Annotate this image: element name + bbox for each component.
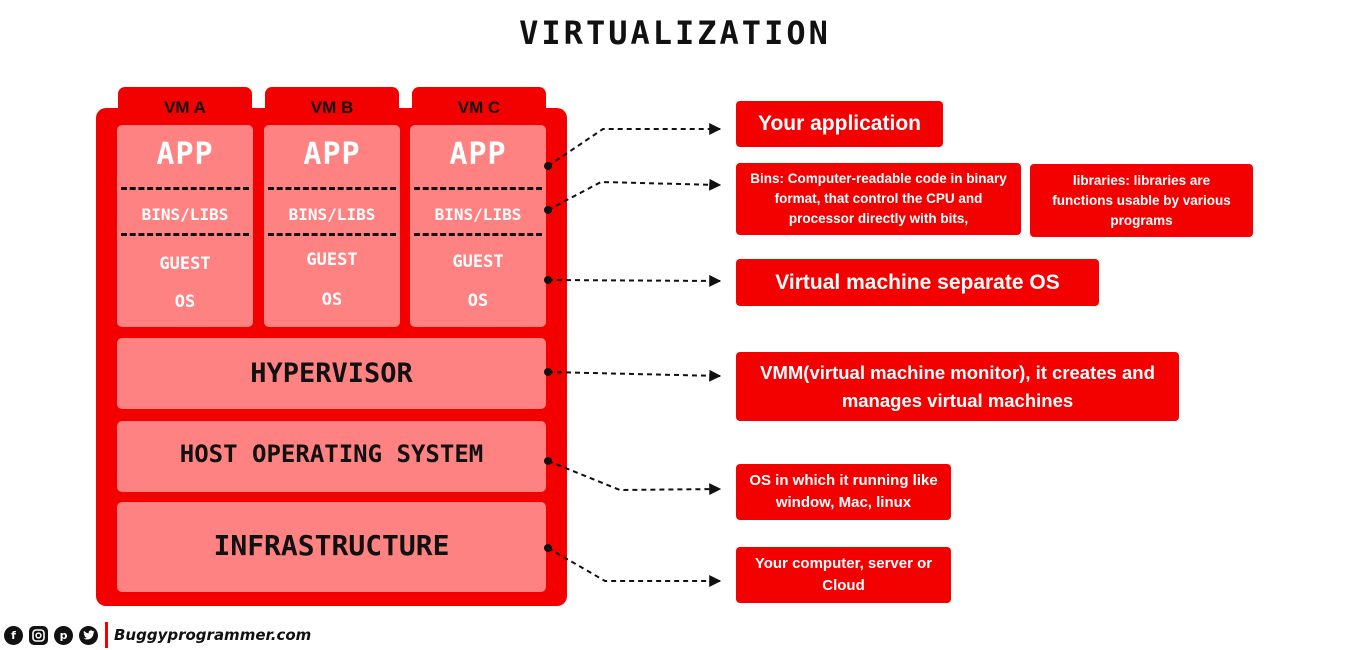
connector-infrastructure [547,547,722,587]
connector-bins [547,178,722,211]
pinterest-icon[interactable]: p [54,625,73,645]
note-infrastructure: Your computer, server or Cloud [736,547,951,603]
note-libraries: libraries: libraries are functions usabl… [1030,164,1253,237]
connector-guest-os [547,274,722,287]
vm-c-bins-libs: BINS/LIBS [434,205,522,224]
note-hypervisor: VMM(virtual machine monitor), it creates… [736,352,1179,421]
connector-hypervisor [547,369,722,382]
vm-b-tab: VM B [265,87,399,125]
hypervisor-layer: HYPERVISOR [117,338,546,409]
connector-app [547,123,722,167]
vm-a-divider-bottom [121,233,249,236]
footer-divider [105,622,108,648]
vm-c-tab: VM C [412,87,546,125]
vm-b-app: APP [303,137,361,172]
vm-a-divider-top [121,187,249,190]
vm-b-divider-top [268,187,396,190]
infrastructure-layer: INFRASTRUCTURE [117,502,546,592]
vm-c-os: OS [467,291,489,311]
vm-a-bins-libs: BINS/LIBS [141,205,229,224]
vm-a-block: APP BINS/LIBS GUEST OS [117,125,253,327]
vm-a-tab: VM A [118,87,252,125]
vm-c-block: APP BINS/LIBS GUEST OS [410,125,546,327]
vm-b-bins-libs: BINS/LIBS [288,205,376,224]
vm-b-divider-bottom [268,233,396,236]
vm-b-guest: GUEST [306,250,358,270]
vm-c-divider-top [414,187,542,190]
facebook-icon[interactable]: f [4,625,23,645]
vm-a-os: OS [174,292,196,312]
twitter-icon[interactable] [79,625,98,645]
vm-b-block: APP BINS/LIBS GUEST OS [264,125,400,327]
note-guest-os: Virtual machine separate OS [736,259,1099,306]
note-host-os: OS in which it running like window, Mac,… [736,464,951,520]
connector-host-os [547,460,722,496]
vm-a-guest: GUEST [159,254,211,274]
page-title: VIRTUALIZATION [519,14,831,52]
host-os-layer: HOST OPERATING SYSTEM [117,421,546,492]
footer: f p Buggyprogrammer.com [4,622,312,648]
vm-b-os: OS [321,290,343,310]
site-link[interactable]: Buggyprogrammer.com [114,626,312,644]
vm-c-app: APP [449,137,507,172]
note-your-application: Your application [736,101,943,147]
vm-a-app: APP [156,137,214,172]
vm-c-divider-bottom [414,233,542,236]
vm-c-guest: GUEST [452,252,504,272]
note-bins: Bins: Computer-readable code in binary f… [736,163,1021,235]
instagram-icon[interactable] [29,625,48,645]
